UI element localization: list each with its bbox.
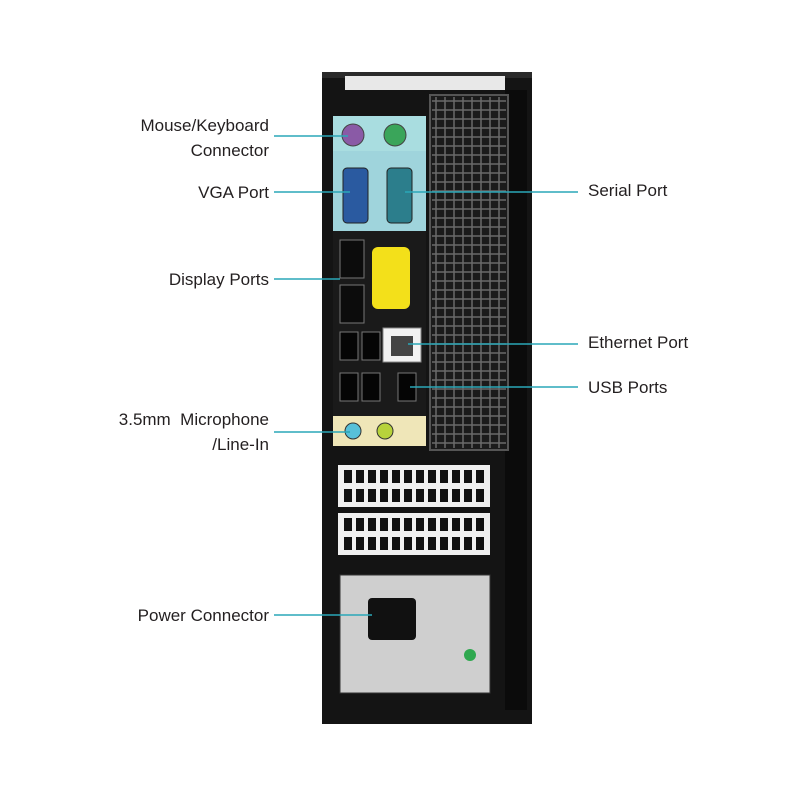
ps2-mouse [341,123,365,147]
ps2-keyboard [383,123,407,147]
label-vga: VGA Port [198,183,269,202]
label-serial-port: Serial Port [588,181,668,200]
usb-ports [339,331,417,402]
displayport-1 [339,239,365,279]
line-out-jack [376,422,394,440]
label-usb-ports: USB Ports [588,378,668,397]
displayport-2 [339,284,365,324]
label-microphone: 3.5mm Microphone /Line-In [119,407,269,457]
label-microphone-line1: 3.5mm Microphone [118,410,269,429]
label-mouse-keyboard-line2: Connector [190,141,269,160]
label-ethernet-port: Ethernet Port [588,333,689,352]
vga-connector [342,167,369,224]
label-microphone-line2: /Line-In [212,435,269,454]
chassis-top-edge [322,72,532,78]
power-socket [368,598,416,640]
side-rail [505,90,527,710]
label-display-ports: Display Ports [168,270,269,289]
label-power-connector: Power Connector [137,606,269,625]
mic-jack [344,422,362,440]
leader-lines [274,135,578,616]
barcode-label [372,247,410,309]
label-mouse-keyboard-line1: Mouse/Keyboard [140,116,269,135]
label-mouse-keyboard: Mouse/Keyboard Connector [140,113,269,163]
psu-led [464,649,476,661]
serial-sticker [345,76,505,90]
serial-connector [386,167,413,224]
